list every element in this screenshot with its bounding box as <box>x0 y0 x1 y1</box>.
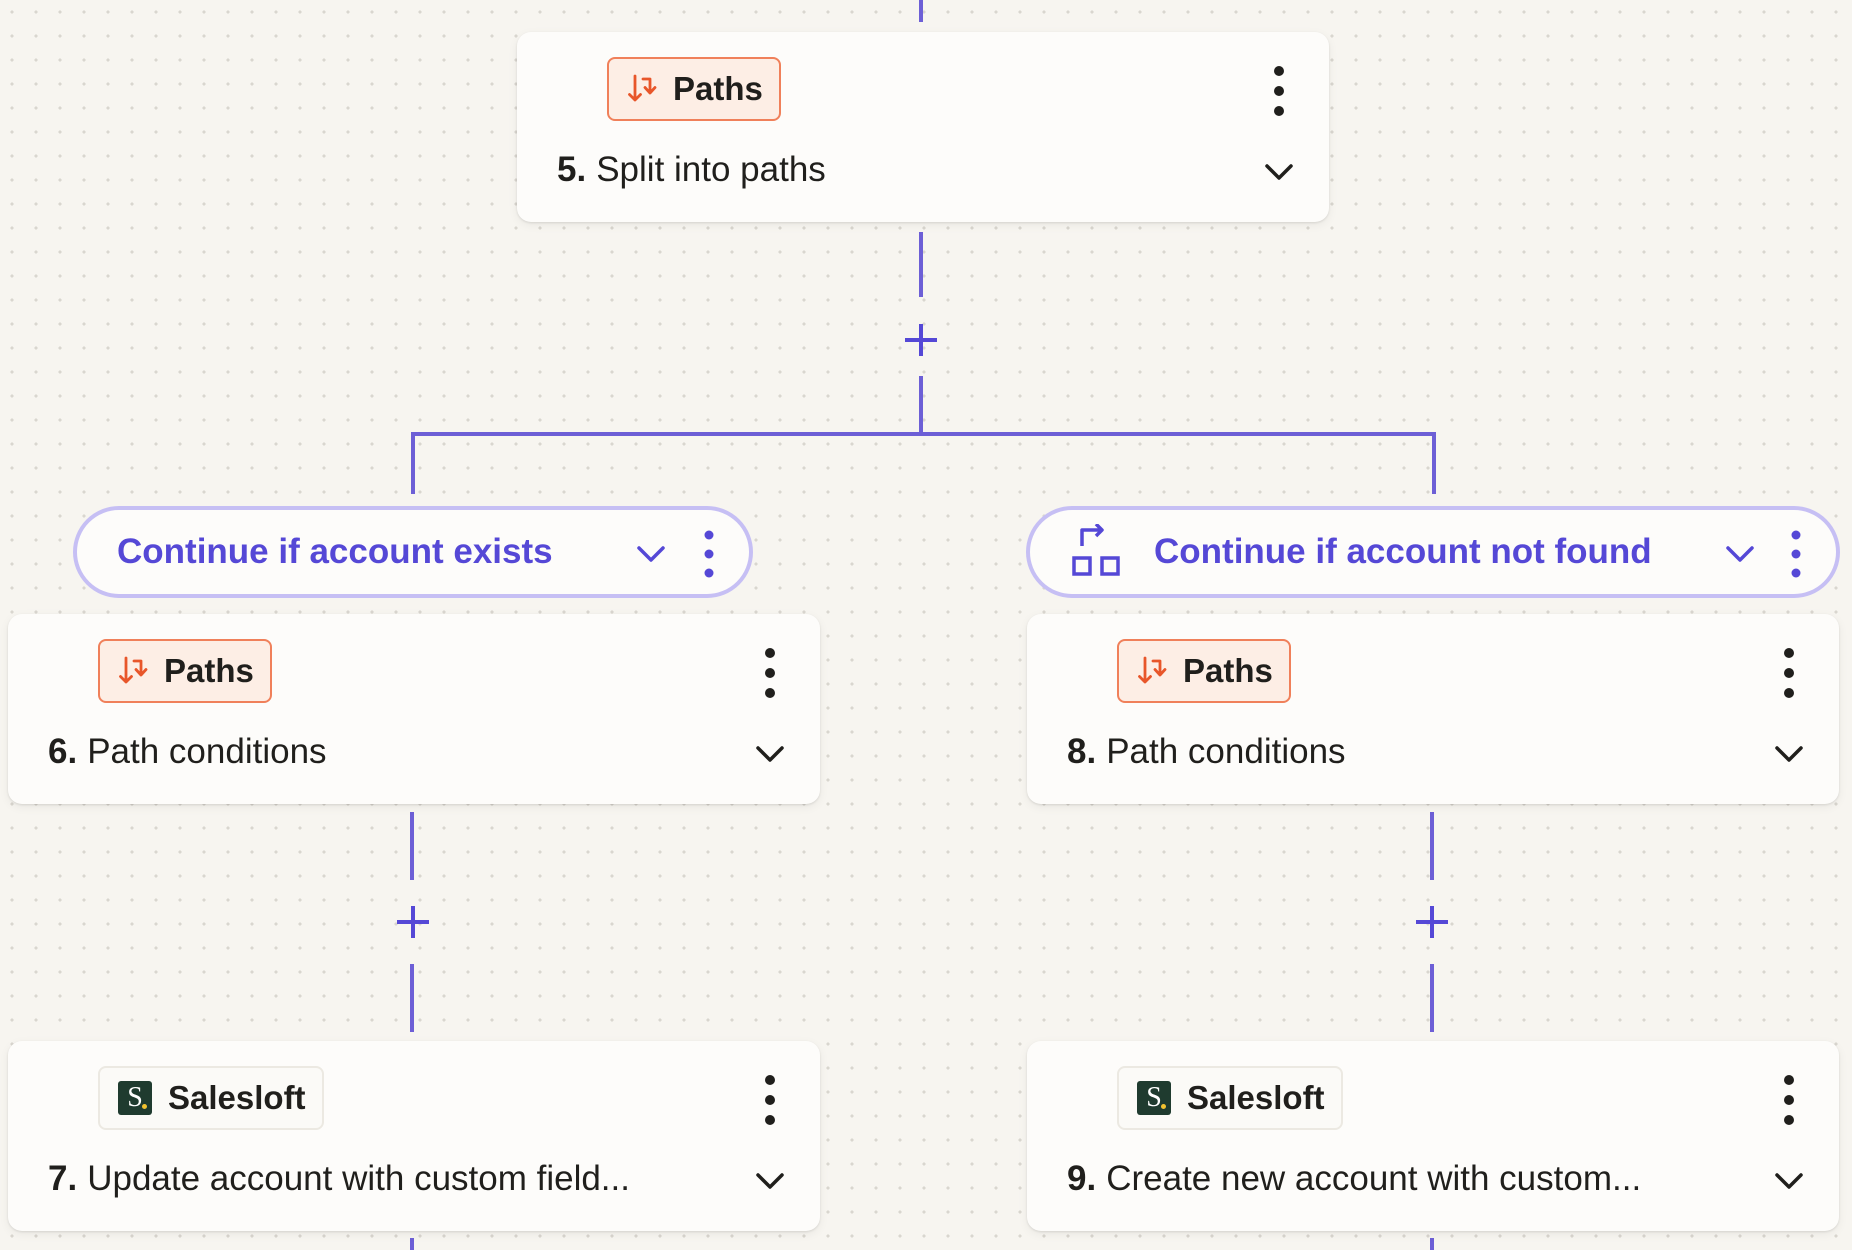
chevron-down-icon[interactable] <box>1769 734 1809 774</box>
step-number: 7. <box>48 1159 78 1198</box>
salesloft-logo: S <box>1137 1081 1171 1115</box>
step-name: Update account with custom field... <box>87 1159 630 1198</box>
step-name: Path conditions <box>1106 732 1346 771</box>
more-options-icon[interactable] <box>758 1073 782 1127</box>
step-card-8[interactable]: Paths 8.Path conditions <box>1027 614 1839 804</box>
connector-line <box>1430 1238 1434 1250</box>
step-card-6[interactable]: Paths 6.Path conditions <box>8 614 820 804</box>
connector-line <box>1430 812 1434 880</box>
step-name: Split into paths <box>596 150 826 189</box>
step-title: 8.Path conditions <box>1067 730 1727 774</box>
app-badge-salesloft: S Salesloft <box>1117 1066 1343 1130</box>
connector-line <box>919 0 923 22</box>
paths-icon <box>627 73 657 105</box>
plus-icon <box>397 906 429 938</box>
branch-connector-left <box>411 432 415 494</box>
paths-icon <box>118 655 148 687</box>
chevron-down-icon[interactable] <box>1720 534 1760 574</box>
step-title: 7.Update account with custom field... <box>48 1157 708 1201</box>
app-name: Paths <box>164 652 254 689</box>
plus-icon <box>1416 906 1448 938</box>
connector-line <box>410 1238 414 1250</box>
paths-icon <box>1137 655 1167 687</box>
chevron-down-icon[interactable] <box>750 1161 790 1201</box>
chevron-down-icon[interactable] <box>750 734 790 774</box>
plus-icon <box>905 324 937 356</box>
more-options-icon[interactable] <box>1777 1073 1801 1127</box>
more-options-icon[interactable] <box>758 646 782 700</box>
app-name: Salesloft <box>1187 1079 1325 1116</box>
connector-line <box>919 232 923 297</box>
step-number: 6. <box>48 732 78 771</box>
step-title: 6.Path conditions <box>48 730 708 774</box>
add-step-button[interactable] <box>1410 900 1454 944</box>
path-branch-icon <box>1072 524 1120 576</box>
chevron-down-icon[interactable] <box>1259 152 1299 192</box>
app-badge-paths: Paths <box>607 57 781 121</box>
app-name: Paths <box>1183 652 1273 689</box>
path-a-header[interactable]: Continue if account exists <box>73 506 753 598</box>
step-number: 8. <box>1067 732 1097 771</box>
connector-line <box>919 376 923 434</box>
path-b-header[interactable]: Continue if account not found <box>1026 506 1840 598</box>
path-label: Continue if account exists <box>117 532 553 571</box>
step-name: Path conditions <box>87 732 327 771</box>
step-title: 5.Split into paths <box>557 148 1217 192</box>
add-step-button[interactable] <box>391 900 435 944</box>
more-options-icon[interactable] <box>1786 528 1806 580</box>
branch-connector-right <box>1432 432 1436 494</box>
step-card-5[interactable]: Paths 5.Split into paths <box>517 32 1329 222</box>
connector-line <box>410 964 414 1032</box>
app-name: Salesloft <box>168 1079 306 1116</box>
more-options-icon[interactable] <box>699 528 719 580</box>
add-step-button[interactable] <box>899 318 943 362</box>
connector-line <box>1430 964 1434 1032</box>
chevron-down-icon[interactable] <box>1769 1161 1809 1201</box>
connector-line <box>410 812 414 880</box>
step-name: Create new account with custom... <box>1106 1159 1642 1198</box>
step-card-9[interactable]: S Salesloft 9.Create new account with cu… <box>1027 1041 1839 1231</box>
chevron-down-icon[interactable] <box>631 534 671 574</box>
path-label: Continue if account not found <box>1154 532 1652 571</box>
step-number: 5. <box>557 150 587 189</box>
branch-connector-horizontal <box>411 432 1436 436</box>
app-badge-paths: Paths <box>98 639 272 703</box>
step-number: 9. <box>1067 1159 1097 1198</box>
step-title: 9.Create new account with custom... <box>1067 1157 1727 1201</box>
app-badge-salesloft: S Salesloft <box>98 1066 324 1130</box>
salesloft-logo: S <box>118 1081 152 1115</box>
app-badge-paths: Paths <box>1117 639 1291 703</box>
more-options-icon[interactable] <box>1267 64 1291 118</box>
step-card-7[interactable]: S Salesloft 7.Update account with custom… <box>8 1041 820 1231</box>
more-options-icon[interactable] <box>1777 646 1801 700</box>
app-name: Paths <box>673 70 763 107</box>
